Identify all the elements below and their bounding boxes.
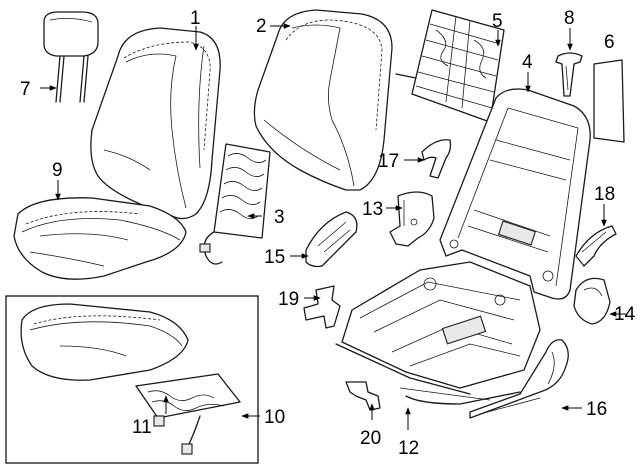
recliner-clip-part[interactable] — [555, 52, 583, 97]
callout-4: 4 — [522, 52, 533, 73]
seatback-frame-part[interactable] — [439, 88, 591, 300]
side-bracket-18-part[interactable] — [575, 225, 617, 267]
callout-5: 5 — [492, 11, 503, 32]
outer-shield-part[interactable] — [469, 339, 569, 419]
callout-2: 2 — [256, 16, 267, 37]
seat-frame-track-part[interactable] — [335, 261, 541, 405]
seatback-rear-panel-part[interactable] — [253, 9, 393, 191]
callout-8: 8 — [564, 8, 575, 29]
callout-20: 20 — [360, 428, 381, 449]
callout-15: 15 — [264, 247, 285, 268]
heater-mat-part[interactable] — [199, 143, 271, 265]
side-bracket-13-part[interactable] — [389, 191, 435, 247]
seat-cushion-cover-part[interactable] — [13, 197, 187, 280]
callout-16: 16 — [586, 399, 607, 420]
side-cover-part[interactable] — [573, 277, 611, 325]
mount-bracket-19-part[interactable] — [303, 285, 341, 329]
callout-18: 18 — [594, 184, 615, 205]
inset-panel — [5, 295, 259, 464]
headrest-part[interactable] — [43, 11, 99, 103]
callout-labels: 1 2 3 4 5 6 7 8 9 10 11 12 13 14 15 16 1… — [20, 8, 615, 459]
callout-1: 1 — [190, 8, 201, 29]
callout-12: 12 — [398, 438, 419, 459]
callout-6: 6 — [604, 32, 615, 53]
cushion-pad-part[interactable] — [20, 303, 189, 381]
callout-3: 3 — [274, 207, 285, 228]
callout-19: 19 — [278, 289, 299, 310]
callout-13: 13 — [362, 199, 383, 220]
cushion-heater-part[interactable] — [135, 373, 241, 455]
callout-7: 7 — [20, 79, 31, 100]
callout-17: 17 — [378, 151, 399, 172]
mount-bracket-20-part[interactable] — [345, 381, 381, 411]
callout-11: 11 — [132, 417, 152, 438]
recliner-cover-part[interactable] — [305, 211, 358, 268]
side-bracket-17-part[interactable] — [421, 139, 452, 179]
callout-14-visible: 14 — [614, 304, 636, 325]
spring-mat-part[interactable] — [395, 9, 505, 129]
callout-9: 9 — [52, 160, 63, 181]
seatback-cover-part[interactable] — [90, 27, 221, 220]
leader-lines — [40, 23, 626, 430]
label-card-part[interactable] — [593, 59, 625, 143]
callout-10: 10 — [264, 407, 285, 428]
